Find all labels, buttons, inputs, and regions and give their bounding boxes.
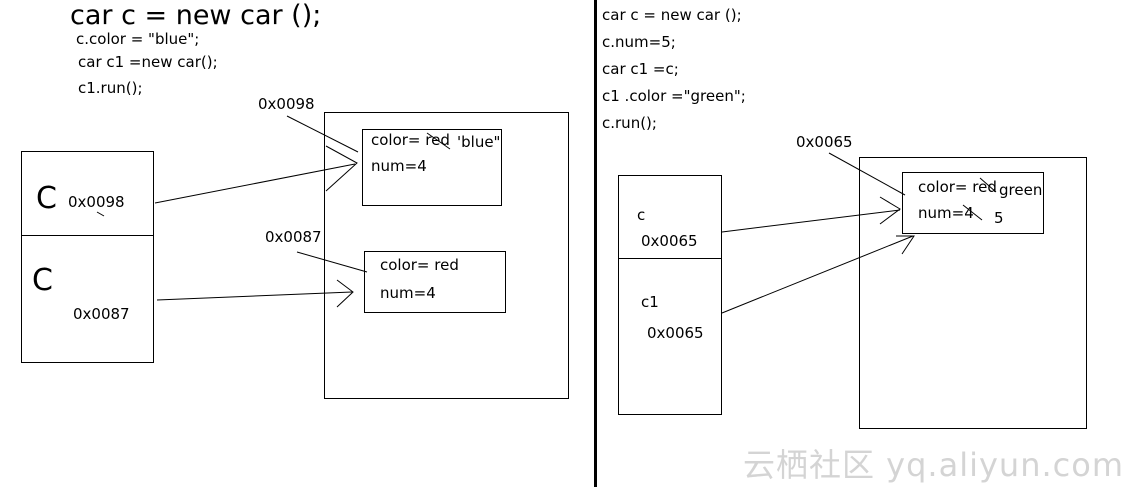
left-code-line-2: car c1 =new car(); bbox=[78, 53, 218, 71]
left-obj2-addr-pointer bbox=[296, 251, 368, 273]
right-ref-arrow-2-head bbox=[896, 235, 915, 255]
right-stack-divider bbox=[618, 258, 722, 259]
left-obj1-color: color= red bbox=[371, 131, 450, 149]
left-ref-arrow-1 bbox=[154, 163, 356, 204]
left-stack-addr-2: 0x0087 bbox=[73, 305, 130, 323]
right-color-strike bbox=[979, 177, 997, 193]
watermark: 云栖社区 yq.aliyun.com bbox=[743, 446, 1125, 484]
left-obj2-address: 0x0087 bbox=[265, 228, 322, 246]
right-ref-arrow-1-head bbox=[879, 196, 901, 225]
right-code-line-1: car c = new car (); bbox=[602, 6, 742, 24]
left-obj2-color: color= red bbox=[380, 256, 459, 274]
left-code-line-1: c.color = "blue"; bbox=[76, 30, 200, 48]
left-title: car c = new car (); bbox=[70, 0, 322, 31]
right-ref-arrow-1 bbox=[721, 209, 901, 233]
left-ref-arrow-2-head bbox=[336, 279, 354, 308]
left-stack-tick bbox=[96, 211, 105, 217]
right-code-line-3: car c1 =c; bbox=[602, 60, 679, 78]
left-obj1-new-color: 'blue" bbox=[457, 133, 501, 151]
right-stack-addr-1: 0x0065 bbox=[641, 232, 698, 250]
right-stack-box bbox=[618, 175, 722, 415]
left-obj1-address: 0x0098 bbox=[258, 95, 315, 113]
right-obj-new-color: green bbox=[999, 181, 1043, 199]
left-ref-arrow-2 bbox=[156, 291, 353, 301]
left-stack-box bbox=[21, 151, 154, 363]
right-obj-new-num: 5 bbox=[994, 209, 1004, 227]
right-stack-var-2: c1 bbox=[641, 293, 659, 311]
right-stack-addr-2: 0x0065 bbox=[647, 324, 704, 342]
left-stack-divider bbox=[21, 235, 154, 236]
right-ref-arrow-2 bbox=[721, 235, 914, 314]
left-stack-var-1: C bbox=[36, 181, 57, 216]
left-stack-addr-1: 0x0098 bbox=[68, 193, 125, 211]
right-code-line-2: c.num=5; bbox=[602, 33, 676, 51]
right-object bbox=[902, 172, 1044, 234]
right-obj-address: 0x0065 bbox=[796, 133, 853, 151]
left-stack-var-2: C bbox=[32, 263, 53, 298]
left-code-line-3: c1.run(); bbox=[78, 79, 143, 97]
right-obj-addr-pointer bbox=[828, 152, 906, 196]
right-obj-num: num=4 bbox=[918, 204, 974, 222]
left-ref-arrow-1-head bbox=[325, 145, 358, 192]
right-stack-var-1: c bbox=[637, 206, 646, 224]
left-obj1-strike-mark bbox=[426, 132, 451, 150]
left-obj1-addr-pointer bbox=[286, 115, 359, 153]
left-obj2-num: num=4 bbox=[380, 284, 436, 302]
right-code-line-5: c.run(); bbox=[602, 114, 657, 132]
left-heap-box bbox=[324, 112, 569, 399]
panel-divider bbox=[594, 0, 597, 487]
right-num-strike bbox=[962, 204, 983, 221]
right-code-line-4: c1 .color ="green"; bbox=[602, 87, 746, 105]
left-object-1 bbox=[362, 129, 502, 206]
left-obj1-num: num=4 bbox=[371, 157, 427, 175]
left-object-2 bbox=[364, 251, 506, 313]
right-heap-box bbox=[859, 157, 1087, 429]
right-obj-color: color= red bbox=[918, 178, 997, 196]
